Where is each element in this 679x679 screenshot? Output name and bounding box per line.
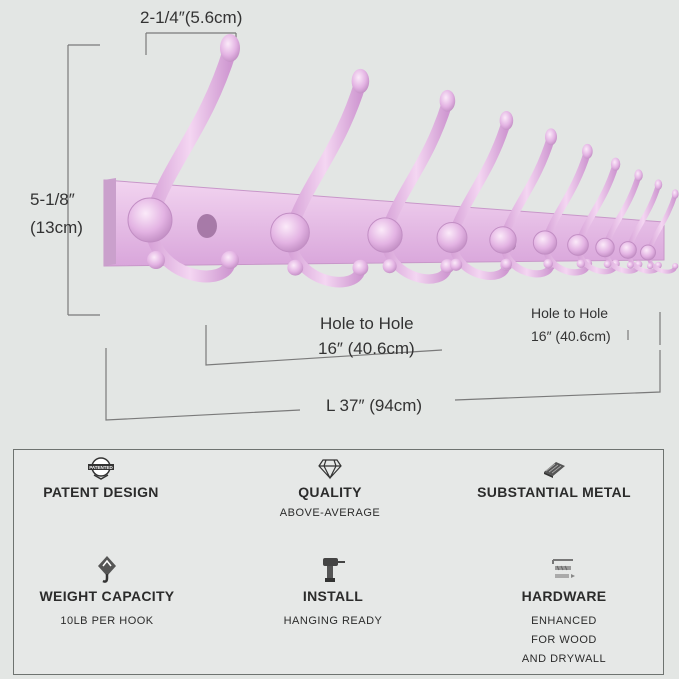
height-label-line2: (13cm) [30, 218, 83, 237]
feature-subtitle-line1: ENHANCED [531, 615, 597, 627]
hook [640, 189, 679, 281]
feature-subtitle: ABOVE-AVERAGE [279, 507, 381, 519]
hooks [127, 34, 679, 304]
feature-title: PATENT DESIGN [43, 484, 159, 500]
feature-quality: QUALITY ABOVE-AVERAGE [230, 456, 430, 523]
hook [436, 111, 514, 293]
feature-title: QUALITY [298, 484, 362, 500]
diamond-icon [318, 459, 342, 480]
feature-title: HARDWARE [521, 588, 607, 604]
hook [595, 169, 643, 282]
hook [367, 89, 456, 299]
hole-to-hole-a-line2: 16″ (40.6cm) [318, 339, 415, 358]
patent-seal-icon: PATENTED [88, 457, 114, 480]
feature-install: INSTALL HANGING READY [233, 554, 433, 631]
length-label: L 37″ (94cm) [326, 396, 423, 415]
screws-icon [552, 559, 575, 578]
feature-title: WEIGHT CAPACITY [39, 588, 175, 604]
dimension-lines [67, 32, 661, 421]
hook-width-label: 2-1/4″(5.6cm) [140, 8, 243, 27]
feature-subtitle-line3: AND DRYWALL [521, 653, 607, 665]
feature-title: INSTALL [302, 588, 364, 604]
hook [270, 68, 370, 304]
hole-to-hole-b-line1: Hole to Hole [531, 305, 609, 321]
hook [567, 157, 621, 284]
feature-title: SUBSTANTIAL METAL [477, 484, 631, 500]
drill-icon [323, 558, 345, 582]
height-label-line1: 5-1/8″ [30, 190, 75, 209]
feature-subtitle: 10LB PER HOOK [60, 615, 154, 627]
feature-substantial-metal: SUBSTANTIAL METAL [454, 456, 654, 500]
feature-weight-capacity: WEIGHT CAPACITY 10LB PER HOOK [7, 554, 207, 631]
metal-plate-icon [544, 462, 565, 478]
product-photo [67, 32, 679, 421]
hole-to-hole-a-line1: Hole to Hole [320, 314, 414, 333]
weight-hook-icon [98, 556, 116, 583]
feature-hardware: HARDWARE ENHANCED FOR WOOD AND DRYWALL [464, 554, 664, 669]
patent-badge-text: PATENTED [89, 465, 113, 470]
hole-to-hole-b-line2: 16″ (40.6cm) [531, 328, 611, 344]
hook [127, 34, 240, 301]
feature-subtitle-line2: FOR WOOD [531, 634, 597, 646]
features-panel: PATENTED PATENT DESIGN QUALITY ABOVE-AVE… [13, 449, 664, 675]
feature-patent-design: PATENTED PATENT DESIGN [1, 456, 201, 500]
hook [619, 179, 663, 281]
feature-subtitle: HANGING READY [283, 615, 383, 627]
